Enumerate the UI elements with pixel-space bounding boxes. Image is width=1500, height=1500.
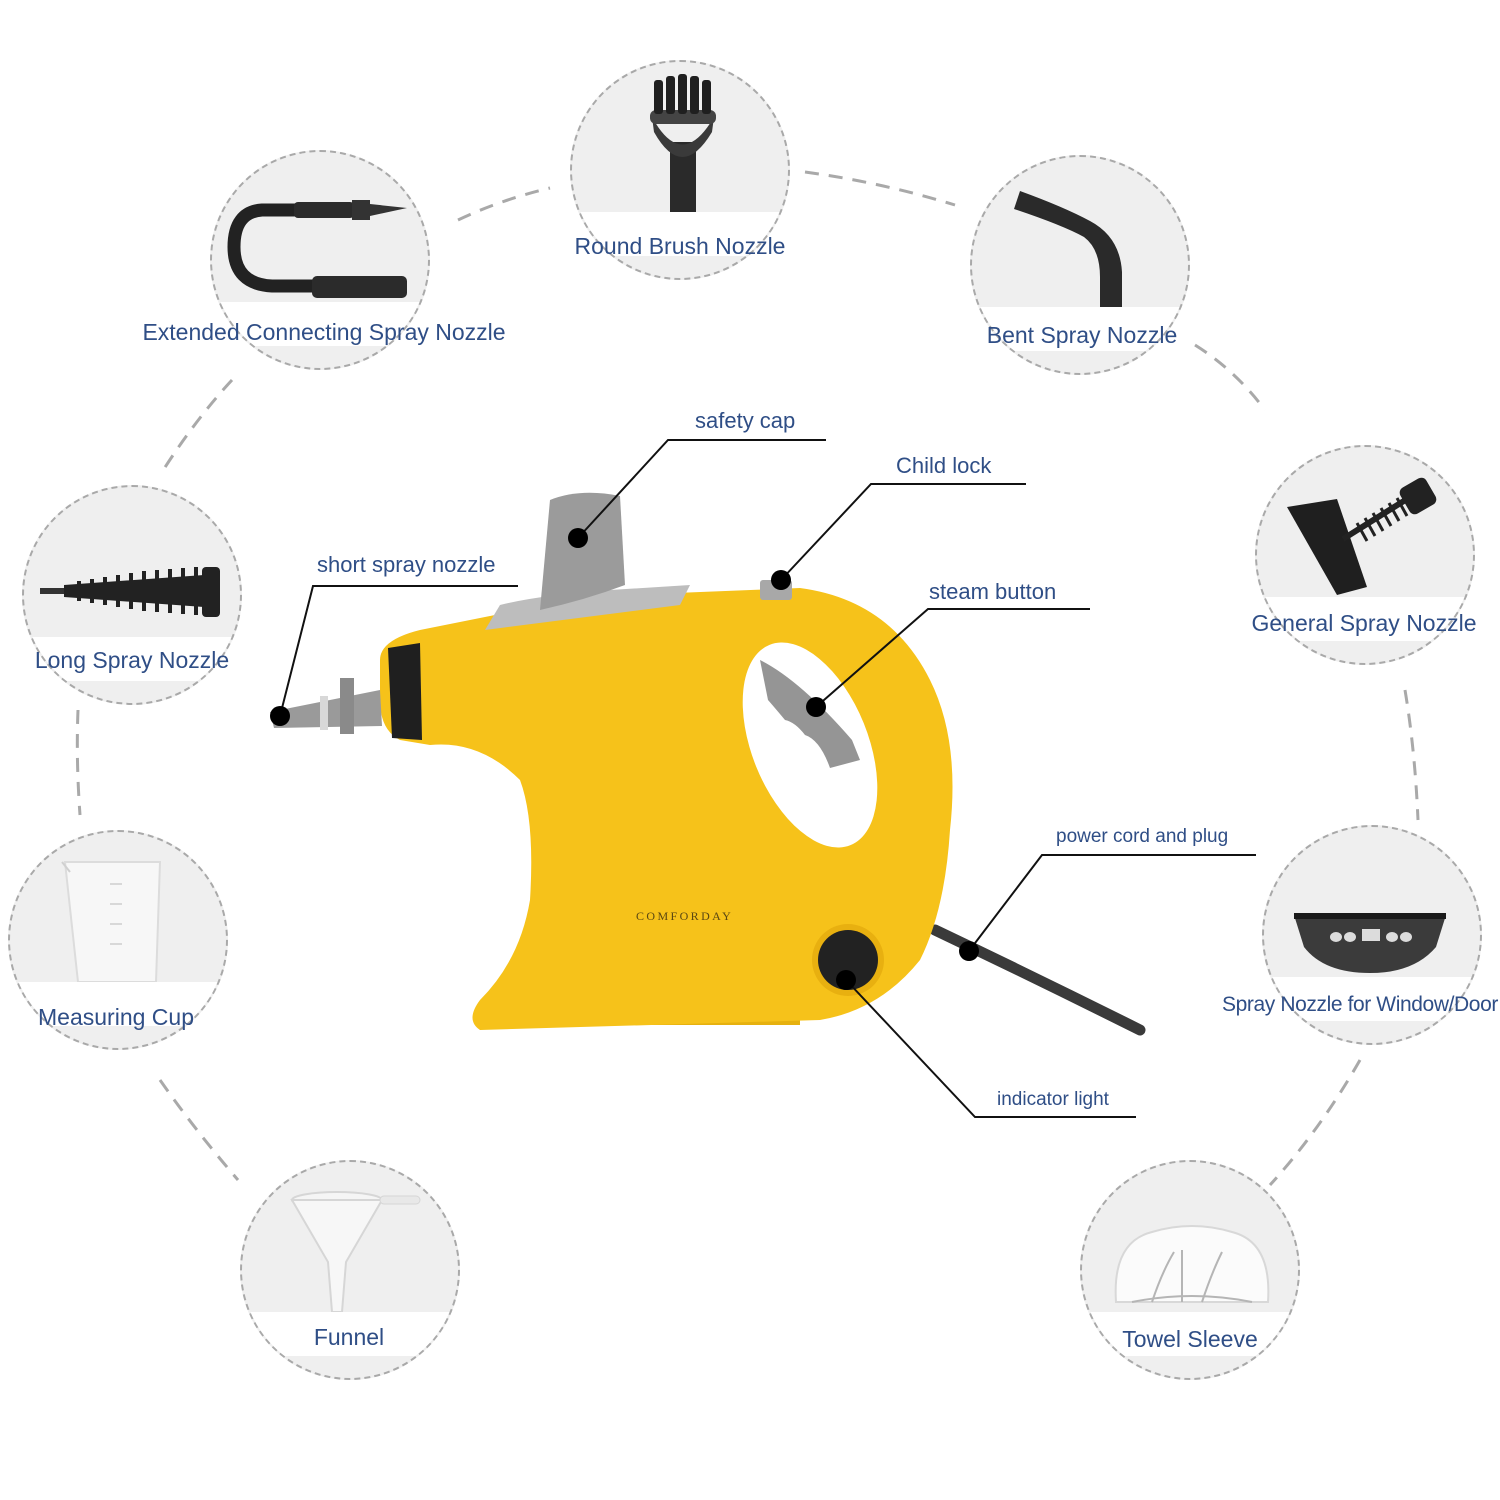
accessory-window-door [1262, 825, 1482, 1045]
accessory-label: General Spray Nozzle [1251, 610, 1477, 636]
funnel-icon [290, 1191, 421, 1312]
accessory-label: Long Spray Nozzle [34, 647, 230, 673]
accessory-funnel [240, 1160, 460, 1380]
bent-nozzle-icon [1014, 191, 1122, 307]
accessory-label: Spray Nozzle for Window/Door [1222, 993, 1498, 1016]
accessory-label: Towel Sleeve [1122, 1326, 1258, 1352]
accessory-label: Extended Connecting Spray Nozzle [142, 319, 506, 345]
accessory-label: Funnel [313, 1324, 385, 1350]
accessory-general-spray [1255, 445, 1475, 665]
window-squeegee-icon [1294, 913, 1446, 973]
accessory-long-spray [22, 485, 242, 705]
accessory-towel-sleeve [1080, 1160, 1300, 1380]
accessory-extended-connecting [210, 150, 430, 370]
accessory-round-brush [570, 60, 790, 280]
round-brush-icon [650, 74, 716, 212]
callout-steam-button: steam button [929, 579, 1057, 604]
power-cord [929, 924, 1146, 1036]
callout-child-lock: Child lock [896, 453, 992, 478]
accessory-label: Measuring Cup [38, 1004, 194, 1030]
callout-short-spray-nozzle: short spray nozzle [317, 552, 496, 577]
callout-safety-cap: safety cap [695, 408, 796, 433]
long-nozzle-icon [40, 567, 220, 617]
short-nozzle-part [270, 678, 382, 734]
accessory-label: Round Brush Nozzle [574, 233, 786, 259]
accessory-measuring-cup [8, 830, 228, 1050]
accessory-label: Bent Spray Nozzle [986, 322, 1178, 348]
callout-power-cord: power cord and plug [1056, 826, 1229, 847]
measuring-cup-icon [61, 861, 162, 982]
accessory-bent-spray [970, 155, 1190, 375]
towel-sleeve-icon [1114, 1225, 1270, 1303]
safety-cap-part [540, 492, 625, 610]
general-nozzle-icon [1287, 477, 1437, 595]
flex-hose-icon [227, 200, 407, 298]
brand-logo: COMFORDAY [636, 909, 734, 923]
callout-indicator-light: indicator light [997, 1089, 1109, 1110]
